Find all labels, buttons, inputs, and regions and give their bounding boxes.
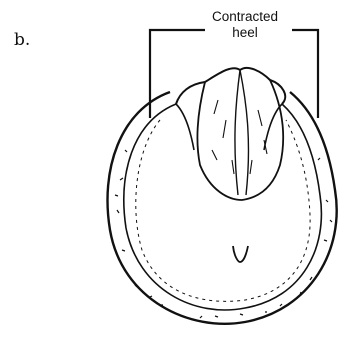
callout-label-line2: heel [205,25,285,40]
frog [176,68,285,200]
panel-label: b. [14,30,30,50]
frog-apex-mark [233,246,248,262]
hoof-wall [108,92,337,324]
callout-label-line1: Contracted [175,9,315,24]
sole [136,120,310,301]
